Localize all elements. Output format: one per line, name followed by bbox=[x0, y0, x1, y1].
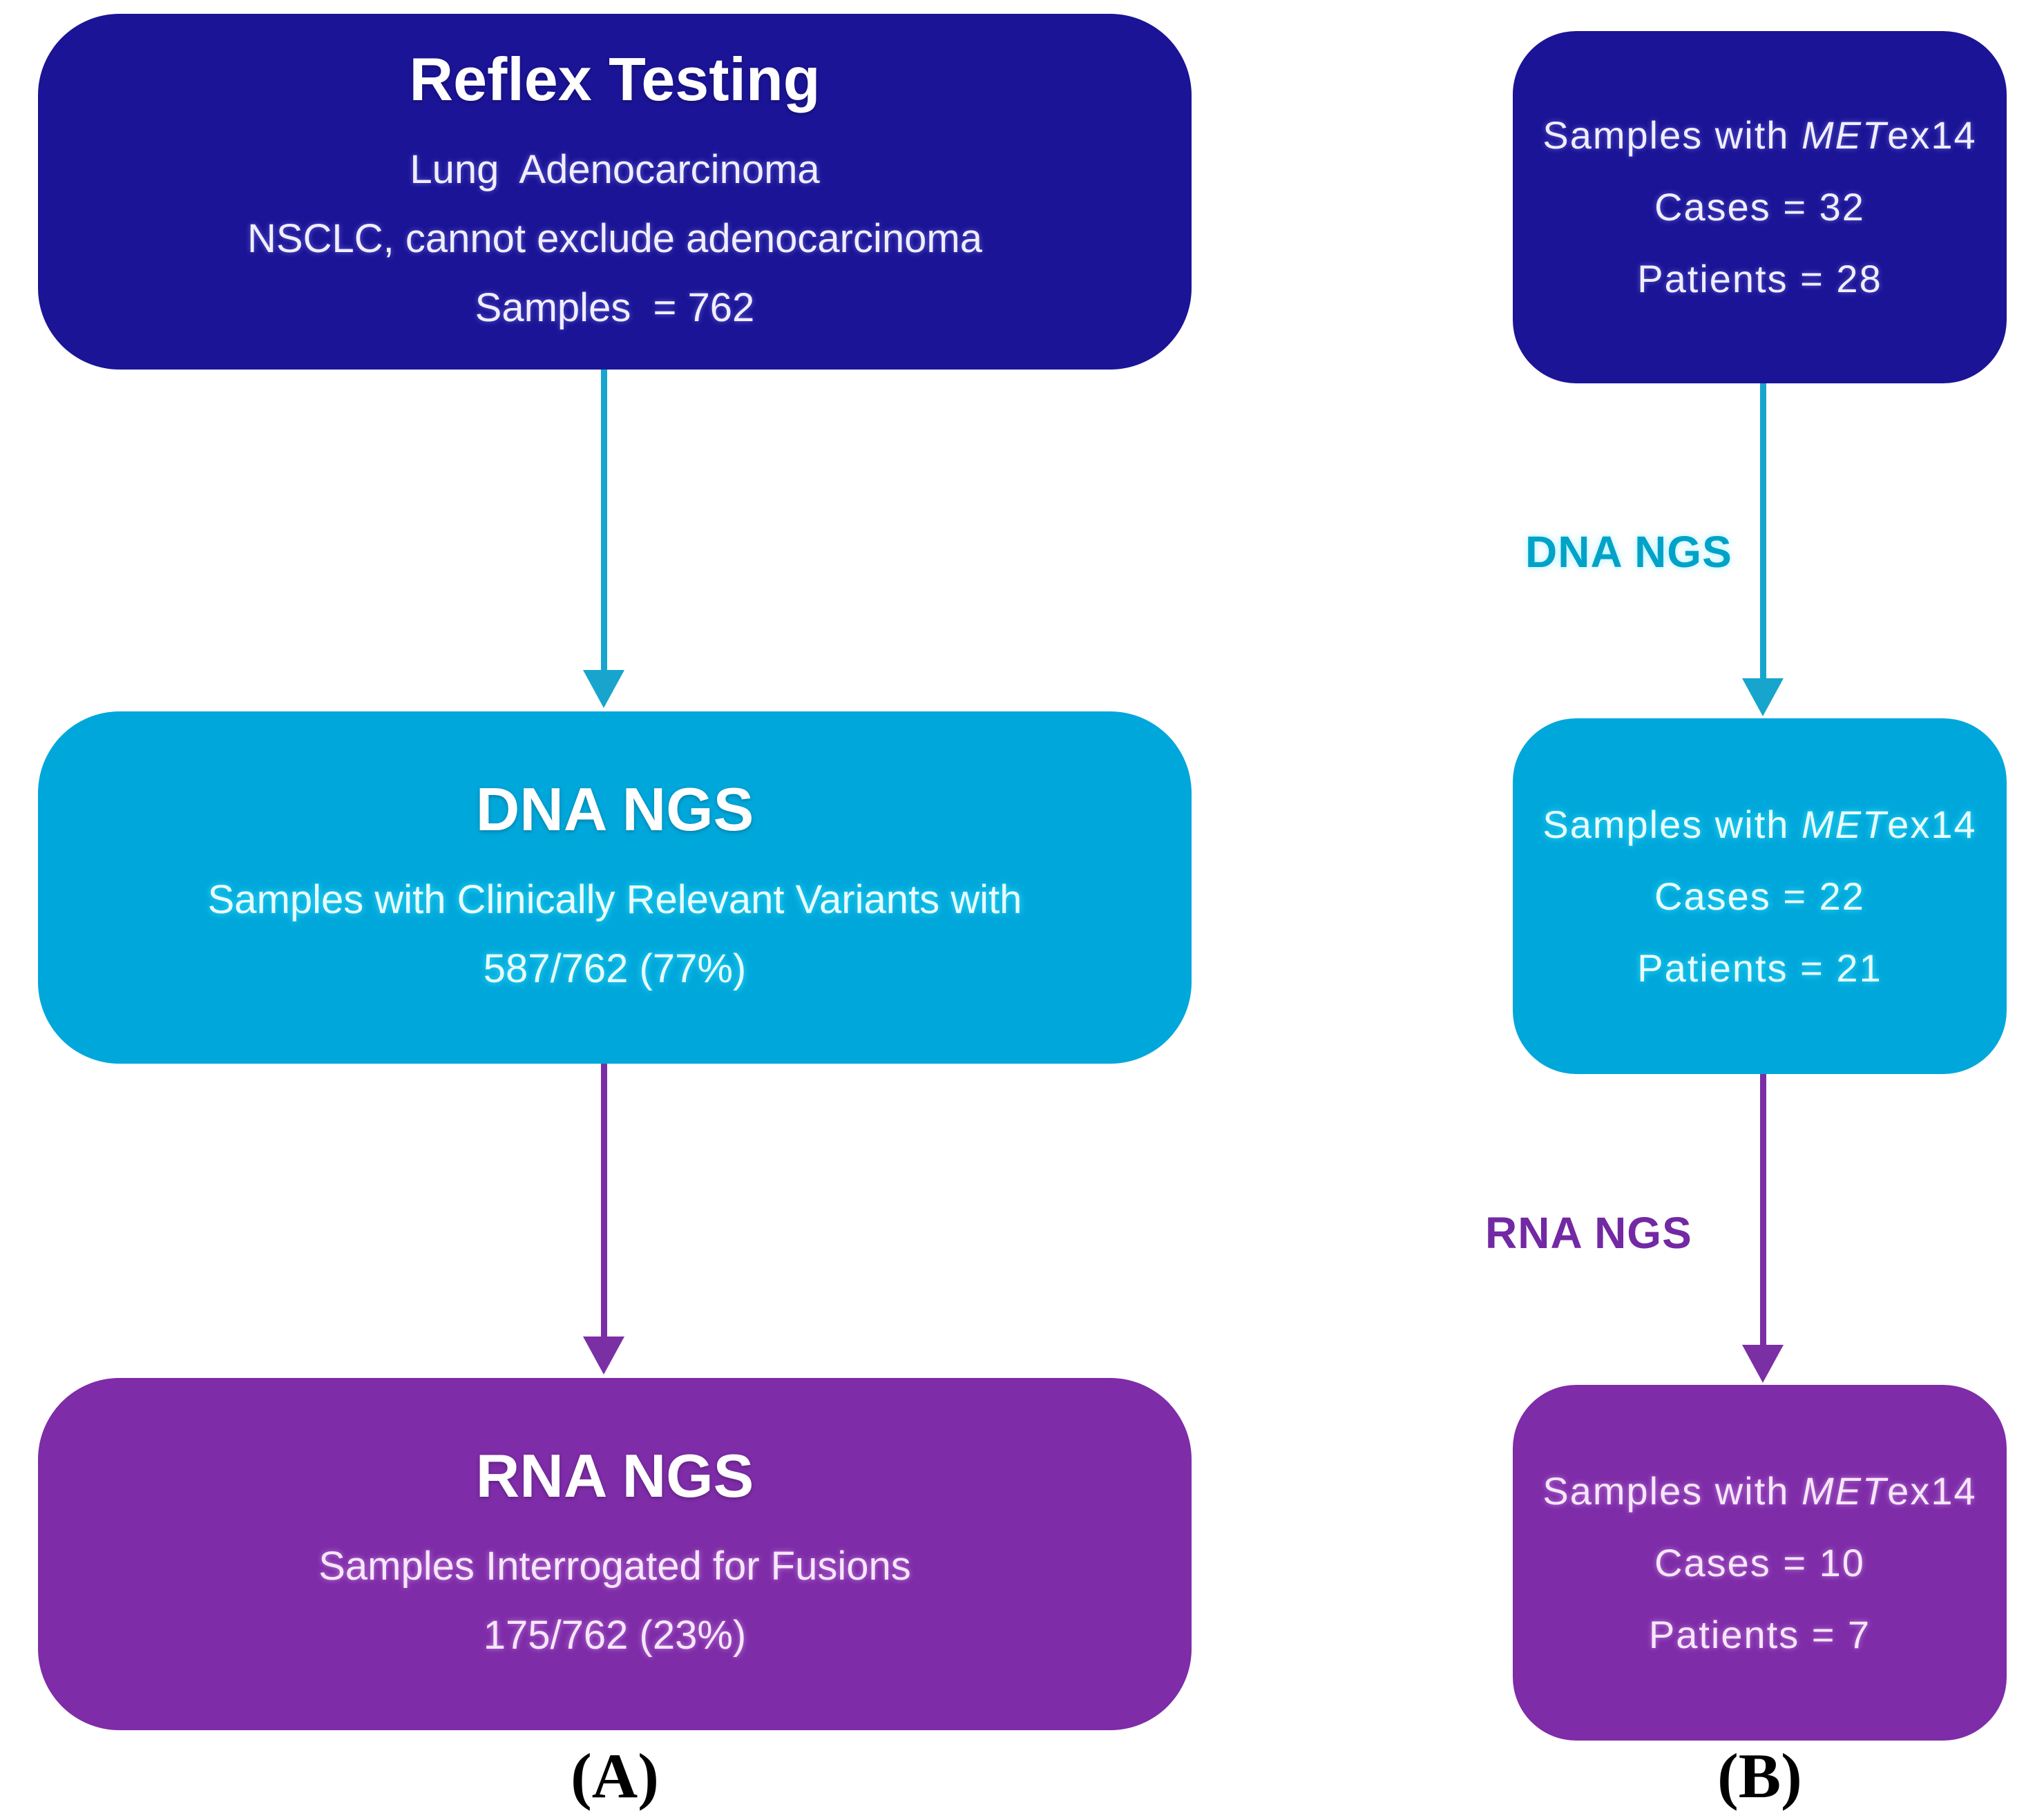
reflex-line-histology: Lung Adenocarcinoma bbox=[410, 146, 820, 192]
rna-ngs-arrow-label: RNA NGS bbox=[1485, 1208, 1692, 1258]
samples-with-text: Samples with bbox=[1542, 802, 1802, 846]
dna-line-variants: Samples with Clinically Relevant Variant… bbox=[207, 877, 1022, 922]
arrow-head-icon bbox=[1742, 1345, 1784, 1383]
panel-b-caption: (B) bbox=[1717, 1741, 1802, 1811]
rna-ngs-box: RNA NGS Samples Interrogated for Fusions… bbox=[38, 1378, 1192, 1730]
rna-line-fusions: Samples Interrogated for Fusions bbox=[318, 1544, 911, 1589]
metex14-dna-box: Samples with METex14 Cases = 22 Patients… bbox=[1513, 718, 2007, 1074]
arrow-shaft bbox=[1760, 383, 1766, 680]
reflex-line-nsclc: NSCLC, cannot exclude adenocarcinoma bbox=[247, 215, 982, 261]
cases-line: Cases = 10 bbox=[1654, 1540, 1865, 1584]
gene-name: MET bbox=[1801, 113, 1888, 157]
arrow-shaft bbox=[601, 1064, 607, 1339]
reflex-testing-title: Reflex Testing bbox=[409, 44, 821, 113]
patients-line: Patients = 21 bbox=[1637, 946, 1882, 990]
exon-suffix: ex14 bbox=[1887, 802, 1977, 846]
arrow-head-icon bbox=[1742, 678, 1784, 716]
arrow-head-icon bbox=[583, 1337, 624, 1374]
dna-line-ratio: 587/762 (77%) bbox=[483, 946, 747, 991]
samples-metex14-line: Samples with METex14 bbox=[1542, 99, 1976, 171]
patients-line: Patients = 7 bbox=[1648, 1612, 1871, 1656]
metex14-rna-box: Samples with METex14 Cases = 10 Patients… bbox=[1513, 1385, 2007, 1741]
rna-line-ratio: 175/762 (23%) bbox=[483, 1613, 747, 1658]
arrow-head-icon bbox=[583, 670, 624, 708]
cases-line: Cases = 22 bbox=[1654, 874, 1865, 918]
dna-ngs-title: DNA NGS bbox=[475, 775, 754, 843]
patients-line: Patients = 28 bbox=[1637, 257, 1882, 300]
dna-ngs-arrow-label: DNA NGS bbox=[1525, 527, 1732, 577]
dna-ngs-box: DNA NGS Samples with Clinically Relevant… bbox=[38, 711, 1192, 1064]
samples-with-text: Samples with bbox=[1542, 1468, 1802, 1513]
arrow-shaft bbox=[1760, 1074, 1766, 1347]
reflex-line-samples: Samples = 762 bbox=[475, 285, 755, 330]
arrow-shaft bbox=[601, 370, 607, 672]
metex14-total-box: Samples with METex14 Cases = 32 Patients… bbox=[1513, 31, 2007, 383]
gene-name: MET bbox=[1801, 1468, 1888, 1513]
samples-with-text: Samples with bbox=[1542, 113, 1802, 157]
samples-metex14-line: Samples with METex14 bbox=[1542, 789, 1976, 861]
samples-metex14-line: Samples with METex14 bbox=[1542, 1455, 1976, 1527]
exon-suffix: ex14 bbox=[1887, 1468, 1977, 1513]
cases-line: Cases = 32 bbox=[1654, 185, 1865, 229]
gene-name: MET bbox=[1801, 802, 1888, 846]
panel-a-caption: (A) bbox=[571, 1741, 659, 1811]
exon-suffix: ex14 bbox=[1887, 113, 1977, 157]
reflex-testing-box: Reflex Testing Lung Adenocarcinoma NSCLC… bbox=[38, 14, 1192, 370]
rna-ngs-title: RNA NGS bbox=[475, 1441, 754, 1510]
